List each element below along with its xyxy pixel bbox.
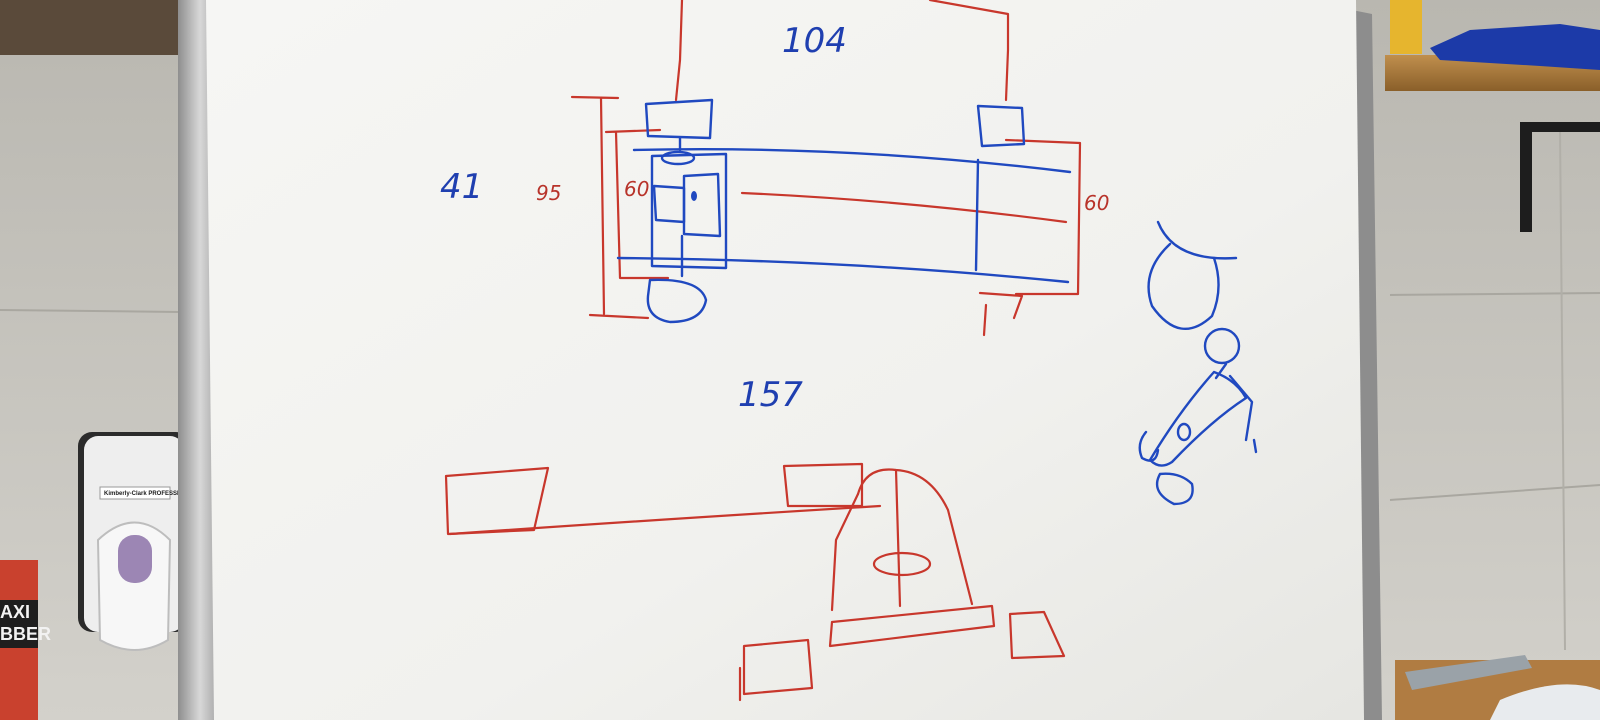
wall-tile-line <box>1389 292 1600 296</box>
can-label-line1: AXI <box>0 602 30 622</box>
dim-middle-157: 157 <box>738 375 803 415</box>
dim-right-60: 60 <box>1084 191 1109 215</box>
whiteboard-surface <box>206 0 1364 720</box>
paint-can: AXI BBER <box>0 560 51 720</box>
wall-tile-line <box>1559 129 1566 651</box>
top-view-drawing: 104 41 95 60 60 <box>440 0 1109 337</box>
metal-rods <box>1405 655 1532 690</box>
dim-outer-95: 95 <box>536 181 561 205</box>
dispenser-brand-label: Kimberly-Clark PROFESSIONAL <box>104 491 196 497</box>
wall-tile-line <box>0 309 181 313</box>
figure-sketches <box>1138 220 1258 506</box>
wall-tile-line <box>1389 484 1600 501</box>
dim-inner-60: 60 <box>624 177 649 201</box>
side-view-drawing <box>444 462 1066 702</box>
yellow-can <box>1390 0 1422 54</box>
shelf-bracket-post <box>1520 122 1532 232</box>
shelf-bracket <box>1520 122 1600 132</box>
blue-object-on-shelf <box>1430 24 1600 70</box>
dim-width-104: 104 <box>782 21 847 61</box>
soap-dispenser: Kimberly-Clark PROFESSIONAL <box>78 432 196 651</box>
plastic-bag <box>1490 684 1600 720</box>
can-label-line2: BBER <box>0 624 51 644</box>
left-wall-dark-top <box>0 0 180 55</box>
dim-left-41: 41 <box>440 167 483 207</box>
